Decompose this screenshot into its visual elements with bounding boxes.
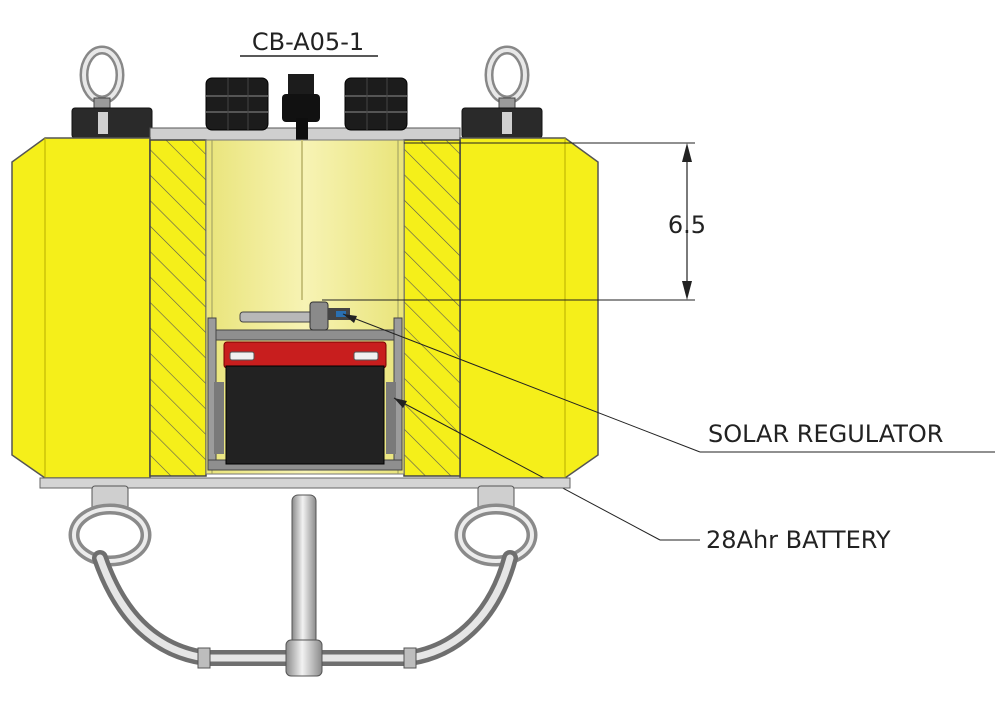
solar-regulator-label: SOLAR REGULATOR [708,420,943,448]
dimension-value: 6.5 [668,211,706,239]
solar-regulator-leader [342,313,995,453]
battery-label: 28Ahr BATTERY [706,526,891,554]
left-mooring-eye [68,485,152,567]
right-cable-gland [344,77,408,131]
battery [223,341,387,465]
left-lifting-eye [71,45,153,139]
battery-leader [393,397,700,541]
bottom-plate [39,477,571,489]
float-body [11,137,599,479]
right-lifting-eye [461,45,543,139]
dimension-6-5 [322,142,695,301]
left-section-wall [149,139,207,477]
bridle-frame [92,494,518,677]
center-connector [282,74,320,148]
left-cable-gland [205,77,269,131]
right-mooring-eye [454,485,538,567]
solar-regulator [239,301,350,331]
right-section-wall [403,139,461,477]
drawing-title: CB-A05-1 [252,28,364,56]
